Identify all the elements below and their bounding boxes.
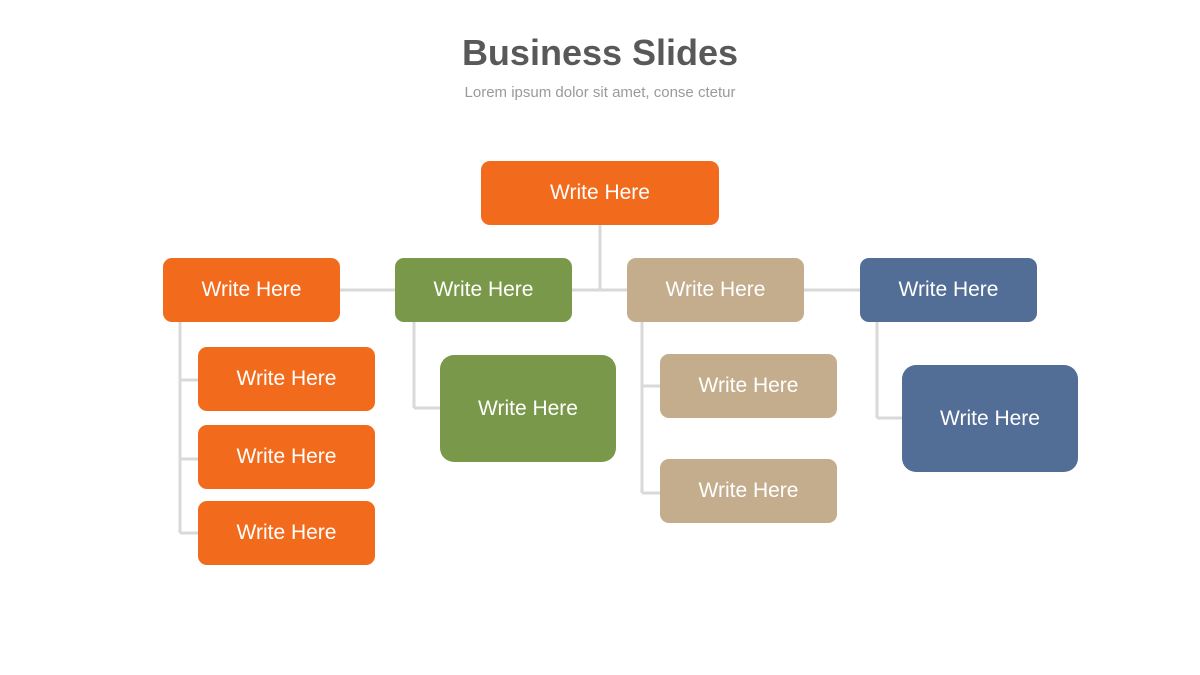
slide-title: Business Slides [461,32,739,73]
node-branch-4-child-1[interactable]: Write Here [902,365,1078,472]
node-branch-2[interactable]: Write Here [395,258,572,322]
node-branch-3-child-1[interactable]: Write Here [660,354,837,418]
node-branch-4[interactable]: Write Here [860,258,1037,322]
slide-subtitle: Lorem ipsum dolor sit amet, conse ctetur [464,84,736,101]
node-branch-1[interactable]: Write Here [163,258,340,322]
node-branch-2-child-1[interactable]: Write Here [440,355,616,462]
node-branch-1-child-3[interactable]: Write Here [198,501,375,565]
node-branch-3[interactable]: Write Here [627,258,804,322]
node-branch-1-child-1[interactable]: Write Here [198,347,375,411]
node-branch-3-child-2[interactable]: Write Here [660,459,837,523]
node-branch-1-child-2[interactable]: Write Here [198,425,375,489]
node-root[interactable]: Write Here [481,161,719,225]
